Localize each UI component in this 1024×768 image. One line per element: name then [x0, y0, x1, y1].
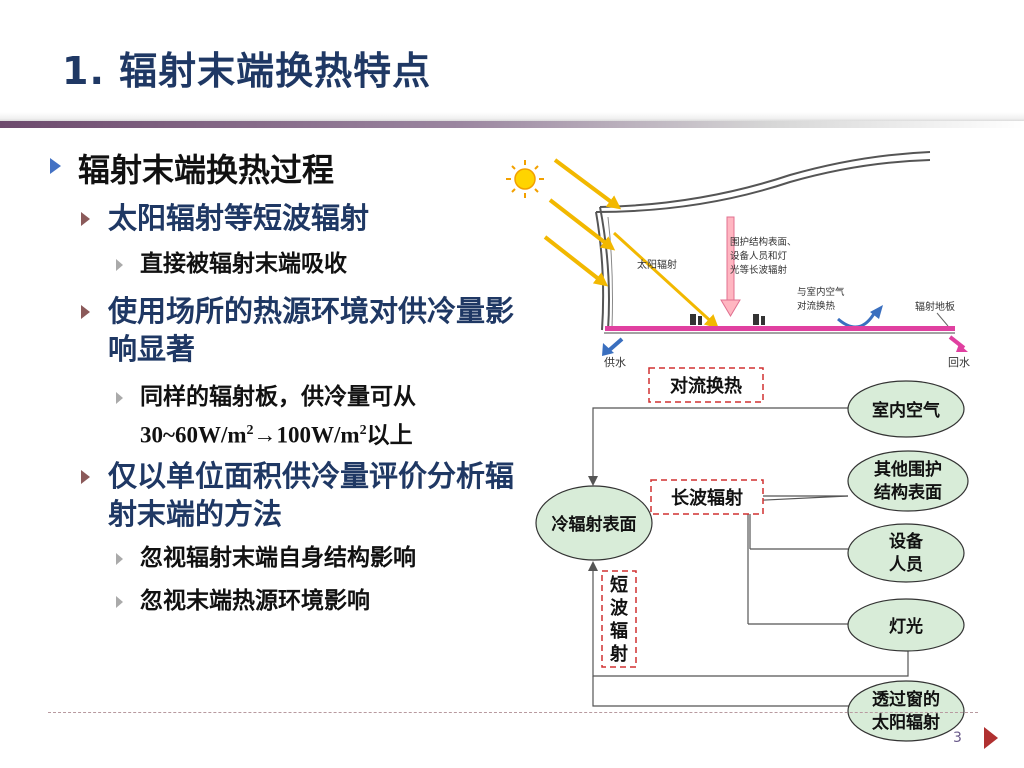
supply-arrowhead-icon — [602, 343, 614, 356]
bullet-arrow-icon — [81, 305, 90, 319]
convection-arrow-icon — [837, 311, 877, 329]
title-divider-accent — [0, 121, 1024, 128]
unit-superscript: 2 — [246, 423, 254, 438]
envelope-label-1: 围护结构表面、 — [730, 236, 797, 248]
convection-label-1: 与室内空气 — [797, 286, 845, 298]
bullet-level3: 忽视辐射末端自身结构影响 — [140, 545, 416, 571]
next-slide-arrow-icon[interactable] — [984, 727, 998, 749]
solar-rays — [543, 158, 719, 329]
bullet-level3: 忽视末端热源环境影响 — [140, 588, 370, 614]
bullet-arrow-icon — [50, 158, 61, 174]
solar-window-node — [847, 680, 965, 742]
bullet-level2: 仅以单位面积供冷量评价分析辐射末端的方法 — [108, 459, 515, 531]
range-text: 30~60W/m — [140, 422, 247, 448]
bullet-level1: 辐射末端换热过程 — [78, 151, 335, 189]
shortwave-box — [601, 570, 637, 668]
solar-label: 太阳辐射 — [637, 258, 677, 271]
footer-divider — [48, 712, 978, 713]
return-label: 回水 — [948, 356, 970, 369]
floor-pipe-icons — [690, 314, 765, 325]
indoor-air-label: 室内空气 — [872, 400, 940, 421]
bullet-arrow-icon — [81, 212, 90, 226]
shortwave-char: 短 — [610, 574, 628, 596]
return-arrow-icon — [948, 335, 966, 350]
shortwave-char: 射 — [609, 643, 628, 665]
longwave-arrow — [720, 216, 741, 317]
bullet-level3-cont: 30~60W/m2→100W/m2以上 — [140, 414, 413, 452]
bullet-level2: 使用场所的热源环境对供冷量影响显著 — [108, 294, 515, 366]
page-number: 3 — [953, 730, 962, 746]
range-suffix: 以上 — [366, 422, 413, 448]
solar-window-label: 透过窗的 — [872, 689, 940, 710]
radiant-floor — [605, 326, 955, 331]
slide-title: 1. 辐射末端换热特点 — [62, 49, 432, 93]
unit-superscript: 2 — [359, 423, 367, 438]
longwave-box — [650, 479, 764, 515]
convection-box-label: 对流换热 — [670, 375, 742, 397]
equipment-label: 设备 — [889, 531, 924, 552]
floor-label: 辐射地板 — [915, 300, 955, 313]
cold-surface-label: 冷辐射表面 — [552, 514, 637, 535]
shortwave-char: 辐 — [610, 620, 628, 642]
convection-box — [648, 367, 764, 403]
bullet-arrow-icon — [116, 259, 123, 271]
lighting-label: 灯光 — [889, 616, 923, 637]
building-outline — [595, 151, 931, 331]
return-arrowhead-icon — [956, 344, 968, 352]
shortwave-char: 波 — [610, 597, 629, 619]
bullet-level2: 太阳辐射等短波辐射 — [108, 201, 370, 235]
equipment-node — [847, 523, 965, 583]
envelope-label-3: 光等长波辐射 — [730, 264, 788, 276]
bullet-arrow-icon — [116, 596, 123, 608]
bullet-level3: 直接被辐射末端吸收 — [140, 251, 347, 277]
sun-icon — [506, 160, 544, 198]
cold-surface-node — [535, 485, 653, 561]
lighting-node — [847, 598, 965, 652]
equipment-label: 人员 — [889, 555, 923, 575]
longwave-box-label: 长波辐射 — [671, 487, 743, 509]
envelope-node — [847, 450, 969, 512]
bullet-arrow-icon — [116, 392, 123, 404]
bullet-level3: 同样的辐射板，供冷量可从 — [140, 384, 416, 410]
range-text: →100W/m — [253, 422, 360, 448]
supply-label: 供水 — [604, 355, 626, 369]
indoor-air-node — [847, 380, 965, 438]
convection-arrowhead-icon — [870, 305, 883, 319]
envelope-label: 结构表面 — [874, 482, 942, 503]
bullet-arrow-icon — [81, 470, 90, 484]
convection-label-2: 对流换热 — [797, 300, 836, 312]
solar-window-label: 太阳辐射 — [872, 712, 940, 733]
bullet-arrow-icon — [116, 553, 123, 565]
envelope-label: 其他围护 — [874, 459, 942, 480]
envelope-label-2: 设备人员和灯 — [730, 250, 788, 262]
